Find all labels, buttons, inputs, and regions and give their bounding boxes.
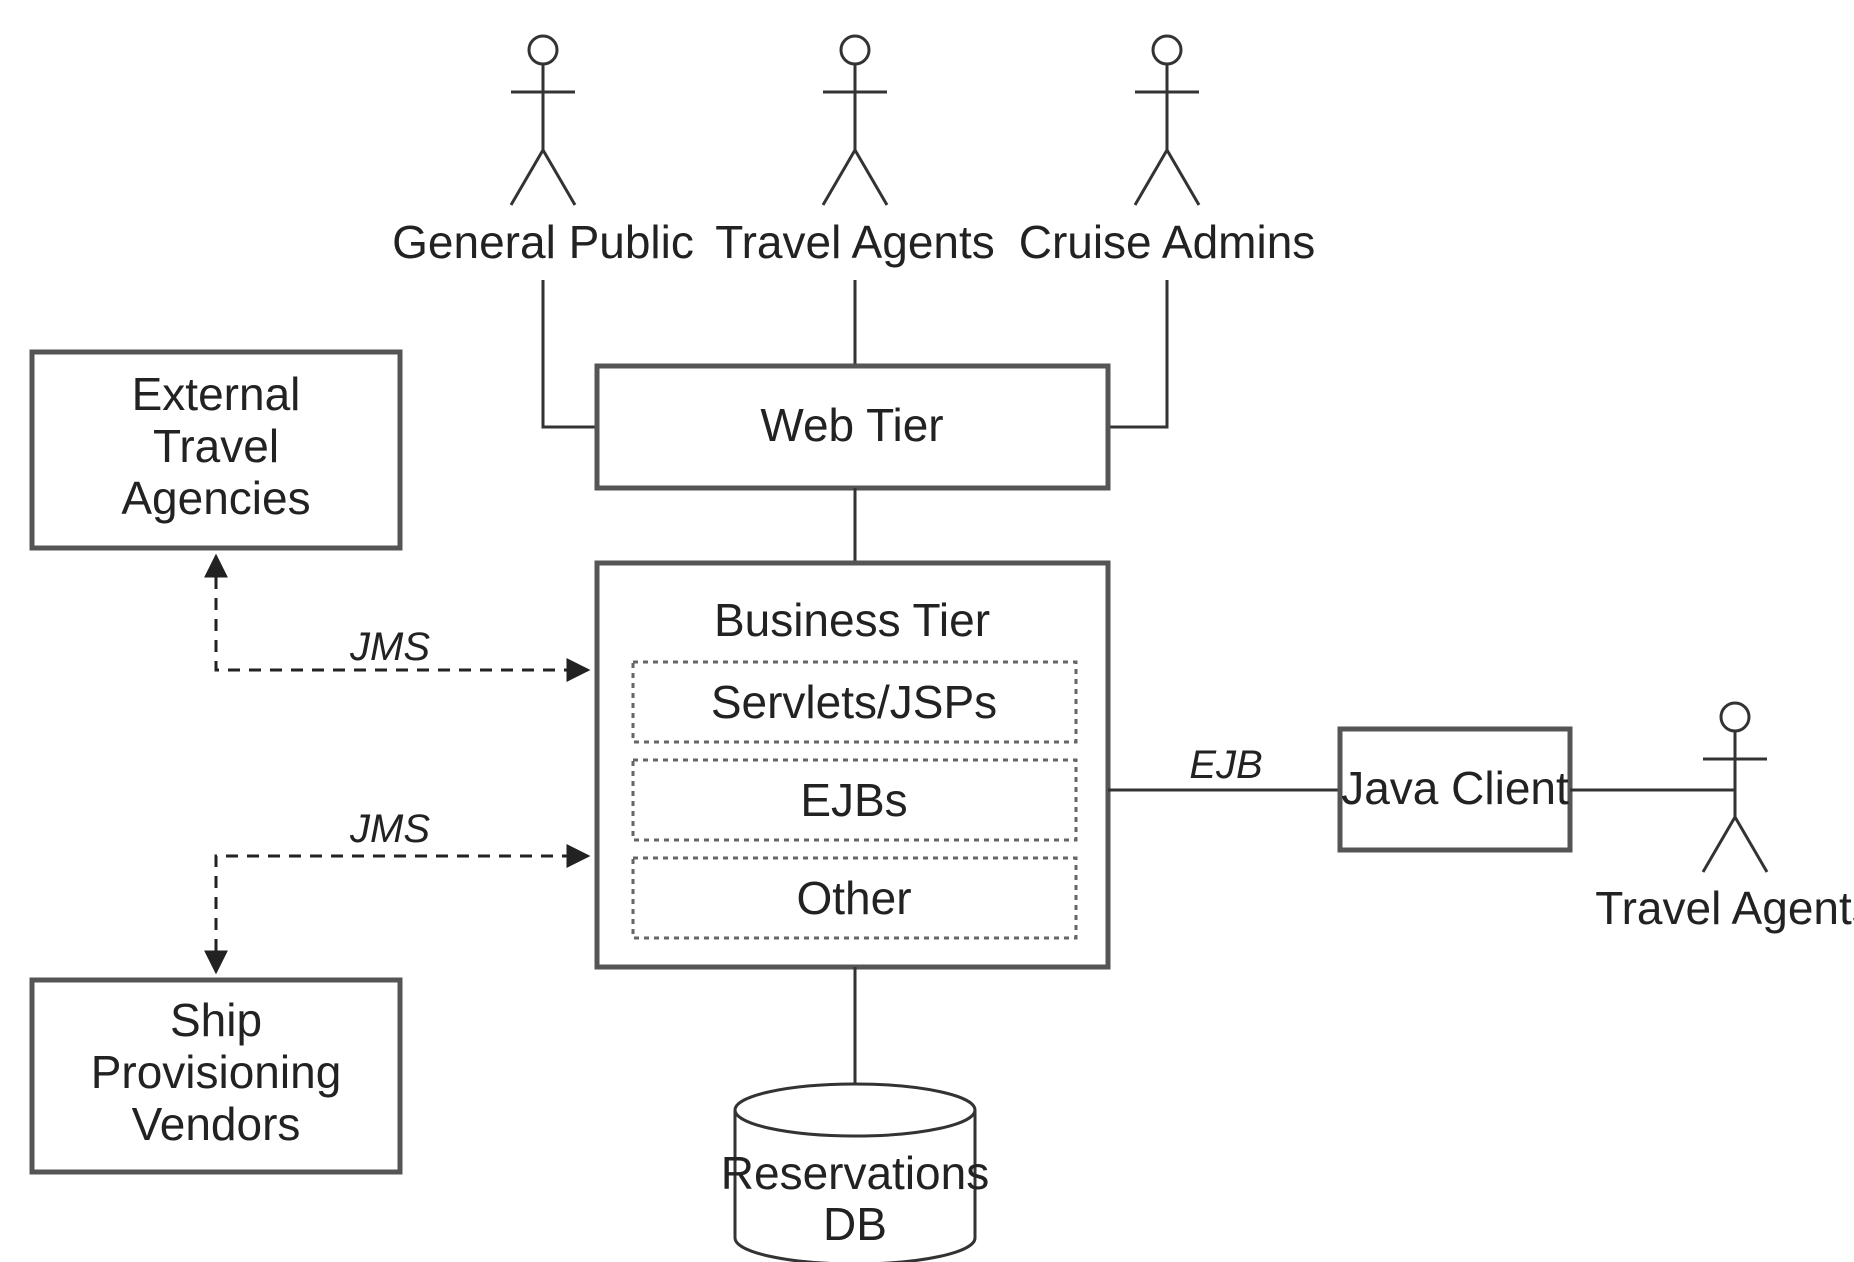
jms-top-label: JMS: [349, 625, 430, 669]
web-tier-label: Web Tier: [760, 399, 943, 451]
jms-bottom-label: JMS: [349, 807, 430, 851]
ship-provisioning-vendors-box: [29, 977, 403, 1175]
connector-cruise-admins-web-tier: [1108, 280, 1169, 429]
actor-travel-agents-java-icon: [1701, 701, 1769, 873]
java-client-label: Java Client: [1341, 762, 1569, 814]
ejbs-box: [631, 758, 1078, 842]
connector-general-public-web-tier: [541, 280, 597, 429]
java-client-box: [1337, 726, 1573, 853]
reservations-db-line2: DB: [823, 1198, 887, 1250]
actor-travel-agents-java-label: Travel Agents: [1595, 882, 1854, 934]
ship-provisioning-vendors-line2: Provisioning: [91, 1046, 342, 1098]
actor-travel-agents-icon: [821, 34, 889, 206]
external-travel-agencies-line3: Agencies: [121, 472, 310, 524]
external-travel-agencies-box: [29, 349, 403, 551]
ship-provisioning-vendors-line1: Ship: [170, 994, 262, 1046]
web-tier-box: [594, 363, 1111, 491]
ejbs-label: EJBs: [800, 774, 907, 826]
other-box: [631, 856, 1078, 940]
ship-provisioning-vendors-line3: Vendors: [132, 1098, 301, 1150]
actor-cruise-admins-icon: [1133, 34, 1201, 206]
external-travel-agencies-line1: External: [132, 368, 301, 420]
reservations-db-line1: Reservations: [721, 1147, 989, 1199]
jms-connector-external-agencies: [204, 553, 591, 682]
actor-general-public-label: General Public: [392, 216, 694, 268]
servlets-jsps-box: [631, 660, 1078, 744]
ejb-label: EJB: [1189, 743, 1262, 787]
actor-general-public-icon: [509, 34, 577, 206]
other-label: Other: [796, 872, 911, 924]
external-travel-agencies-line2: Travel: [153, 420, 279, 472]
actor-cruise-admins-label: Cruise Admins: [1019, 216, 1316, 268]
actor-travel-agents-label: Travel Agents: [715, 216, 995, 268]
jms-connector-ship-vendors: [204, 844, 591, 975]
reservations-db-cylinder: [733, 1082, 977, 1262]
business-tier-label: Business Tier: [714, 594, 990, 646]
servlets-jsps-label: Servlets/JSPs: [711, 676, 997, 728]
